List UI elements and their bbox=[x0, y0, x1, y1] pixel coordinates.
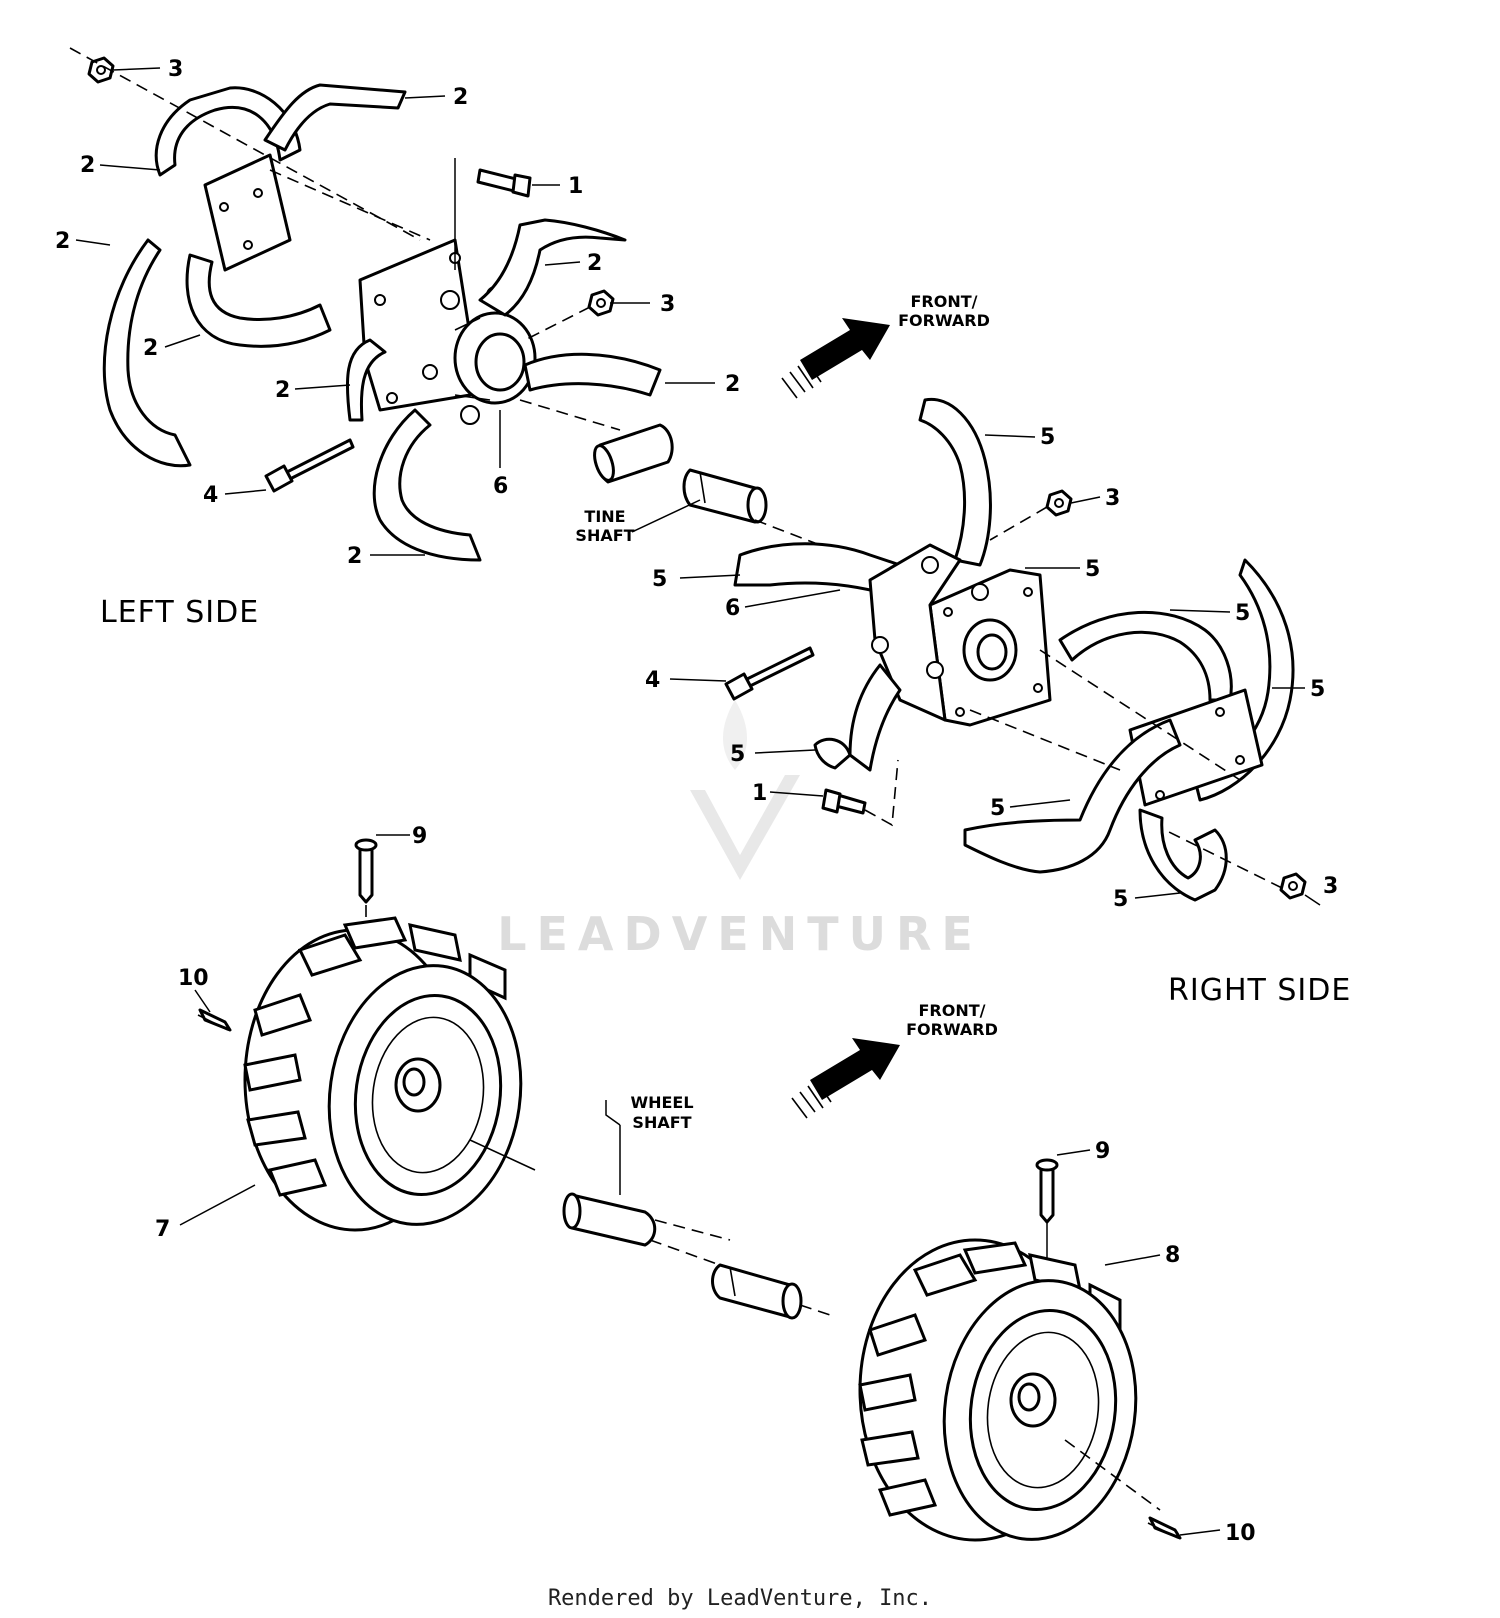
callout-5-right-hub: 5 bbox=[1085, 557, 1100, 582]
right-tine-bottom-sweep bbox=[963, 718, 1182, 874]
tine-shaft bbox=[593, 423, 821, 546]
right-tine-end-5 bbox=[813, 737, 852, 770]
callout-2-left-hub-right: 2 bbox=[725, 372, 740, 397]
callout-3-right-bottom: 3 bbox=[1323, 874, 1338, 899]
callout-4-left: 4 bbox=[203, 483, 218, 508]
left-hub-flange bbox=[358, 238, 472, 412]
callout-5-right-top: 5 bbox=[1040, 425, 1055, 450]
wheel-shaft bbox=[562, 1192, 831, 1320]
footer-rendered-by: Rendered by LeadVenture, Inc. bbox=[548, 1586, 932, 1611]
callout-4-right: 4 bbox=[645, 668, 660, 693]
callout-2-left-inner: 2 bbox=[143, 336, 158, 361]
arrow-bottom-shape bbox=[810, 1038, 900, 1100]
callout-8: 8 bbox=[1165, 1243, 1180, 1268]
right-wheel-pin-9 bbox=[1039, 1163, 1055, 1224]
left-hub-tine-upper bbox=[478, 218, 627, 317]
callout-3-right-top: 3 bbox=[1105, 486, 1120, 511]
left-tine-outer-c bbox=[102, 238, 192, 468]
left-wheel-pin-9 bbox=[358, 843, 374, 904]
watermark: LEADVENTURE bbox=[497, 700, 983, 961]
left-hub-tine-left bbox=[345, 338, 387, 422]
watermark-text: LEADVENTURE bbox=[497, 907, 983, 961]
tine-shaft-label-line1: TINE bbox=[584, 507, 625, 526]
callout-9-left: 9 bbox=[412, 824, 427, 849]
watermark-logo-flame bbox=[722, 700, 748, 770]
callout-5-right-outer: 5 bbox=[1310, 677, 1325, 702]
left-hub-tine-right bbox=[523, 352, 662, 397]
wheel-shaft-label-line1: WHEEL bbox=[630, 1093, 693, 1112]
right-tine-mid-curve bbox=[1058, 610, 1233, 702]
front-forward-arrow-bottom: FRONT/ FORWARD bbox=[791, 1001, 998, 1119]
front-forward-bottom-line1: FRONT/ bbox=[919, 1001, 986, 1020]
callout-6-left: 6 bbox=[493, 474, 508, 499]
right-tine-bracket bbox=[1128, 688, 1264, 807]
callout-leaders bbox=[75, 67, 1305, 1536]
left-tine-upper-loop bbox=[154, 86, 302, 177]
callout-9-right: 9 bbox=[1095, 1139, 1110, 1164]
heading-right-side: RIGHT SIDE bbox=[1168, 973, 1351, 1008]
left-tine-top-right bbox=[263, 83, 407, 152]
right-tine-outer bbox=[1193, 558, 1295, 802]
right-tine-assembly bbox=[724, 397, 1321, 906]
callout-numbers: 3 2 2 1 2 2 3 2 2 2 4 6 2 5 3 5 5 6 5 4 … bbox=[55, 57, 1338, 1546]
tine-shaft-label-line2: SHAFT bbox=[575, 526, 634, 545]
callout-3-left-top: 3 bbox=[168, 57, 183, 82]
front-forward-bottom-line2: FORWARD bbox=[906, 1020, 998, 1039]
callout-5-right-hub-lower: 5 bbox=[730, 742, 745, 767]
right-tine-bottom-loop bbox=[1138, 808, 1228, 902]
callout-6-right: 6 bbox=[725, 596, 740, 621]
left-tine-bracket bbox=[203, 153, 292, 272]
watermark-logo-chevron bbox=[690, 775, 800, 880]
right-wheel-clip-10 bbox=[1148, 1516, 1182, 1540]
arrow-top-shape bbox=[800, 318, 890, 380]
wheel-shaft-label-line2: SHAFT bbox=[632, 1113, 691, 1132]
left-wheel bbox=[197, 838, 536, 1232]
callout-5-right-lowest: 5 bbox=[1113, 887, 1128, 912]
left-hub-tube-inner bbox=[474, 332, 526, 392]
callout-2-left-bottom: 2 bbox=[347, 544, 362, 569]
callout-1-left: 1 bbox=[568, 174, 583, 199]
callout-7: 7 bbox=[155, 1217, 170, 1242]
callout-1-right: 1 bbox=[752, 781, 767, 806]
callout-3-left-mid: 3 bbox=[660, 292, 675, 317]
callout-10-left: 10 bbox=[178, 966, 209, 991]
callout-2-left-top: 2 bbox=[453, 85, 468, 110]
heading-left-side: LEFT SIDE bbox=[100, 595, 259, 630]
left-tine-assembly bbox=[69, 47, 662, 562]
front-forward-top-line1: FRONT/ bbox=[911, 292, 978, 311]
right-hub-bore-inner bbox=[976, 633, 1008, 671]
callout-5-right-bottom: 5 bbox=[990, 796, 1005, 821]
left-hub-tine-lower bbox=[372, 408, 482, 562]
callout-10-right: 10 bbox=[1225, 1521, 1256, 1546]
callout-2-left-hub-left: 2 bbox=[275, 378, 290, 403]
callout-2-left-side: 2 bbox=[55, 229, 70, 254]
left-tine-lower-curve bbox=[185, 253, 332, 348]
right-bolt-4 bbox=[743, 646, 815, 689]
callout-2-left-hub-top: 2 bbox=[587, 251, 602, 276]
left-bolt-4 bbox=[283, 438, 355, 482]
right-tine-lower-hub bbox=[848, 663, 902, 772]
callout-5-right-mid: 5 bbox=[1235, 601, 1250, 626]
front-forward-top-line2: FORWARD bbox=[898, 311, 990, 330]
front-forward-arrow-top: FRONT/ FORWARD bbox=[781, 292, 990, 399]
right-tine-top bbox=[918, 397, 992, 567]
right-wheel bbox=[858, 1158, 1182, 1542]
left-wheel-clip-10 bbox=[198, 1008, 232, 1032]
callout-5-right-left: 5 bbox=[652, 567, 667, 592]
callout-2-left-upper: 2 bbox=[80, 153, 95, 178]
